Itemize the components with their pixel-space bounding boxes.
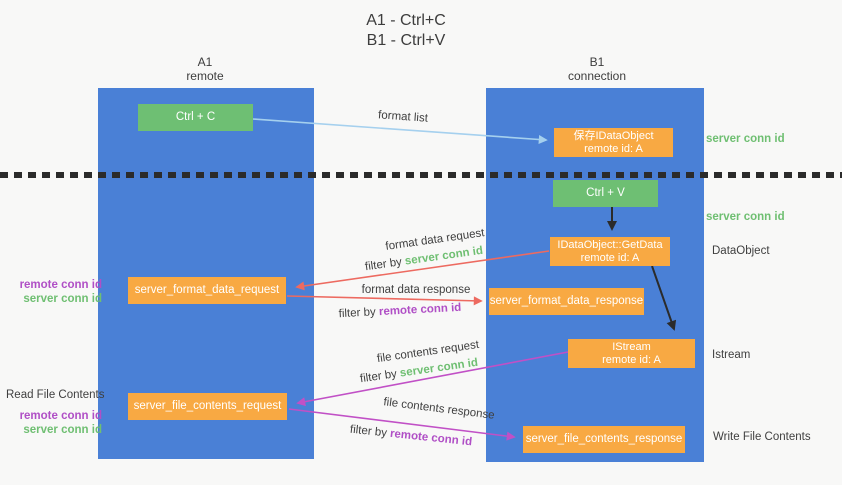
node-file-response-label: server_file_contents_response: [525, 433, 683, 445]
filter-by-text: filter by: [359, 367, 401, 386]
annotation-server-conn-id-bottom-left: server conn id: [23, 424, 102, 436]
lane-b1-name: B1: [589, 55, 605, 69]
node-format-request-label: server_format_data_request: [134, 284, 280, 296]
node-ctrl-v: Ctrl + V: [553, 180, 658, 207]
lane-a1-name: A1: [197, 55, 213, 69]
format-data-response-text: format data response: [361, 284, 471, 296]
title-line-2: B1 - Ctrl+V: [366, 32, 446, 49]
remote-conn-id-text: remote conn id: [389, 427, 473, 449]
node-getdata-line2: remote id: A: [580, 251, 640, 264]
filter-by-text: filter by: [349, 423, 391, 440]
lane-b1-role: connection: [567, 69, 627, 83]
node-ctrl-c-label: Ctrl + C: [175, 111, 216, 123]
node-file-request-label: server_file_contents_request: [133, 400, 282, 412]
annotation-server-conn-id-top-left: server conn id: [23, 293, 102, 305]
title-line-1: A1 - Ctrl+C: [366, 12, 446, 29]
format-data-response-arrow: [286, 295, 483, 306]
node-istream: IStream remote id: A: [568, 339, 695, 368]
annotation-read-file-contents: Read File Contents: [6, 389, 105, 401]
annotation-server-conn-id-top: server conn id: [706, 133, 785, 145]
annotation-write-file-contents: Write File Contents: [713, 431, 811, 443]
filter-by-text: filter by: [364, 255, 406, 274]
annotation-remote-conn-id-top-left: remote conn id: [19, 279, 102, 291]
node-save-dataobject: 保存IDataObject remote id: A: [554, 128, 673, 157]
node-istream-line1: IStream: [612, 340, 651, 353]
node-save-dataobject-line2: remote id: A: [584, 142, 643, 155]
edge-label-format-list: format list: [378, 109, 429, 124]
node-idataobject-getdata: IDataObject::GetData remote id: A: [550, 237, 670, 266]
annotation-server-conn-id-mid: server conn id: [706, 211, 785, 223]
node-getdata-line1: IDataObject::GetData: [557, 238, 663, 251]
edge-filter-format-response: filter by remote conn id: [338, 302, 461, 320]
edge-filter-format-request: filter by server conn id: [364, 245, 483, 273]
lane-header-b1: B1 connection: [547, 55, 647, 83]
remote-conn-id-text: remote conn id: [378, 301, 462, 319]
edge-label-file-contents-response: file contents response: [383, 396, 496, 422]
annotation-dataobject: DataObject: [712, 245, 770, 257]
filter-by-text: filter by: [338, 306, 380, 321]
node-server-file-contents-response: server_file_contents_response: [523, 426, 685, 453]
file-contents-response-text: file contents response: [382, 396, 496, 422]
node-ctrl-c: Ctrl + C: [138, 104, 253, 131]
format-list-text: format list: [377, 109, 429, 125]
lane-header-a1: A1 remote: [155, 55, 255, 83]
node-ctrl-v-label: Ctrl + V: [586, 187, 625, 199]
lane-a1-role: remote: [186, 69, 224, 83]
node-format-response-label: server_format_data_response: [489, 295, 644, 307]
node-save-dataobject-line1: 保存IDataObject: [573, 129, 654, 142]
node-istream-line2: remote id: A: [602, 353, 661, 366]
annotation-remote-conn-id-bottom-left: remote conn id: [19, 410, 102, 422]
node-server-format-data-request: server_format_data_request: [128, 277, 286, 304]
node-server-format-data-response: server_format_data_response: [489, 288, 644, 315]
annotation-istream: Istream: [712, 349, 751, 361]
edge-filter-file-response: filter by remote conn id: [349, 424, 472, 449]
edge-label-format-data-response: format data response: [362, 284, 471, 296]
node-server-file-contents-request: server_file_contents_request: [128, 393, 287, 420]
diagram-title: A1 - Ctrl+C B1 - Ctrl+V: [0, 11, 812, 51]
